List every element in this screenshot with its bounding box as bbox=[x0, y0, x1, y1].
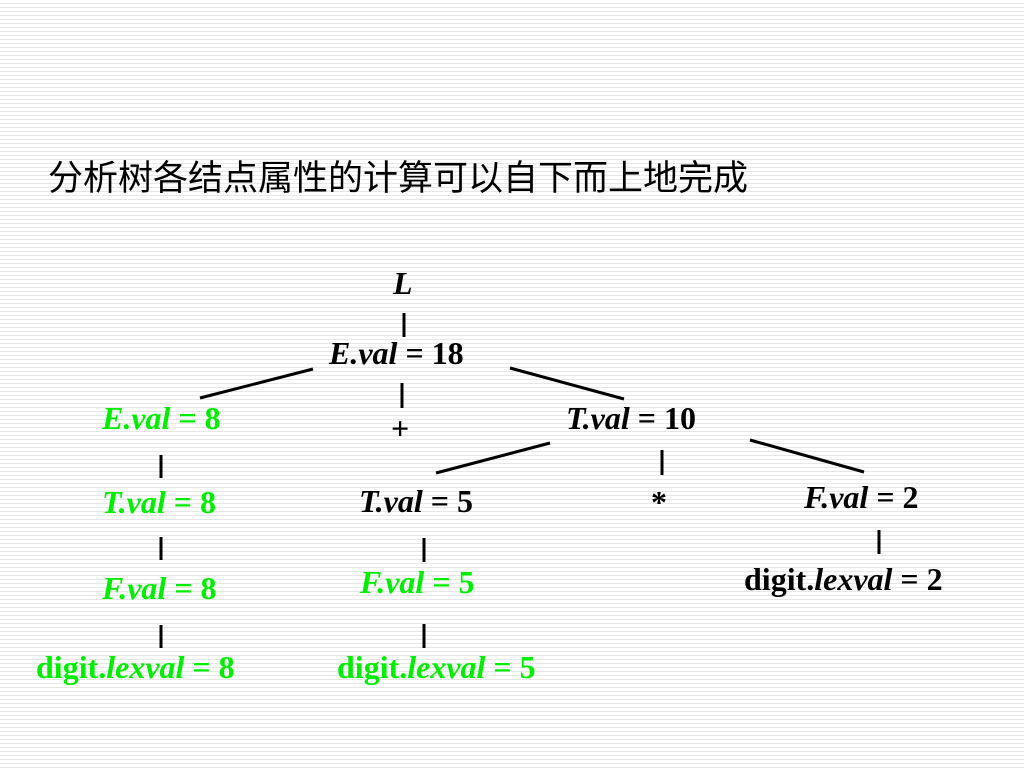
node-e-val-8-attr: val bbox=[131, 400, 171, 436]
node-t-val-10: T.val = 10 bbox=[566, 400, 696, 436]
node-plus-symbol: + bbox=[391, 410, 410, 446]
node-digit-lexval-8-value: = 8 bbox=[184, 649, 235, 685]
node-t-val-5-var: T. bbox=[359, 483, 384, 519]
edge-e18-t10 bbox=[509, 366, 625, 401]
node-e-val-8-value: = 8 bbox=[170, 400, 221, 436]
node-t-val-10-value: = 10 bbox=[629, 400, 696, 436]
node-t-val-8-var: T. bbox=[102, 484, 127, 520]
edge-t10-f2 bbox=[749, 438, 865, 474]
node-e-val-18-value: = 18 bbox=[397, 335, 464, 371]
node-f-val-5-var: F. bbox=[360, 564, 386, 600]
node-e-val-18: E.val = 18 bbox=[329, 335, 464, 371]
node-e-val-18-attr: val bbox=[358, 335, 398, 371]
node-digit-lexval-5-value: = 5 bbox=[485, 649, 536, 685]
node-t-val-10-attr: val bbox=[590, 400, 630, 436]
node-star-symbol: * bbox=[651, 484, 667, 520]
node-e-val-8: E.val = 8 bbox=[102, 400, 221, 436]
node-digit-lexval-5-attr: lexval bbox=[407, 649, 486, 685]
node-digit-lexval-8-attr: lexval bbox=[106, 649, 185, 685]
node-t-val-5: T.val = 5 bbox=[359, 483, 473, 519]
node-t-val-8-attr: val bbox=[126, 484, 166, 520]
node-digit-lexval-2-value: = 2 bbox=[892, 561, 943, 597]
node-f-val-5-value: = 5 bbox=[424, 564, 475, 600]
node-l-symbol: L bbox=[393, 265, 413, 301]
node-f-val-2-var: F. bbox=[804, 479, 830, 515]
node-plus: + bbox=[391, 410, 409, 446]
node-f-val-2: F.val = 2 bbox=[804, 479, 919, 515]
node-e-val-8-var: E. bbox=[102, 400, 132, 436]
node-digit-lexval-8-var: digit. bbox=[36, 649, 107, 685]
node-f-val-2-value: = 2 bbox=[868, 479, 919, 515]
node-digit-lexval-5: digit.lexval = 5 bbox=[337, 649, 536, 685]
node-digit-lexval-2-attr: lexval bbox=[814, 561, 893, 597]
node-l: L bbox=[393, 265, 413, 301]
node-digit-lexval-8: digit.lexval = 8 bbox=[36, 649, 235, 685]
node-f-val-2-attr: val bbox=[829, 479, 869, 515]
edge-e18-e8 bbox=[199, 367, 314, 400]
node-digit-lexval-5-var: digit. bbox=[337, 649, 408, 685]
node-f-val-8-var: F. bbox=[102, 570, 128, 606]
node-digit-lexval-2: digit.lexval = 2 bbox=[744, 561, 943, 597]
node-f-val-8: F.val = 8 bbox=[102, 570, 217, 606]
node-t-val-8-value: = 8 bbox=[165, 484, 216, 520]
slide-title: 分析树各结点属性的计算可以自下而上地完成 bbox=[48, 159, 749, 199]
node-t-val-8: T.val = 8 bbox=[102, 484, 216, 520]
node-e-val-18-var: E. bbox=[329, 335, 359, 371]
node-t-val-10-var: T. bbox=[566, 400, 591, 436]
node-f-val-8-value: = 8 bbox=[166, 570, 217, 606]
node-t-val-5-value: = 5 bbox=[422, 483, 473, 519]
edge-t10-t5 bbox=[435, 441, 551, 475]
node-t-val-5-attr: val bbox=[383, 483, 423, 519]
node-star: * bbox=[651, 484, 667, 520]
node-f-val-5: F.val = 5 bbox=[360, 564, 475, 600]
node-digit-lexval-2-var: digit. bbox=[744, 561, 815, 597]
node-f-val-5-attr: val bbox=[385, 564, 425, 600]
node-f-val-8-attr: val bbox=[127, 570, 167, 606]
